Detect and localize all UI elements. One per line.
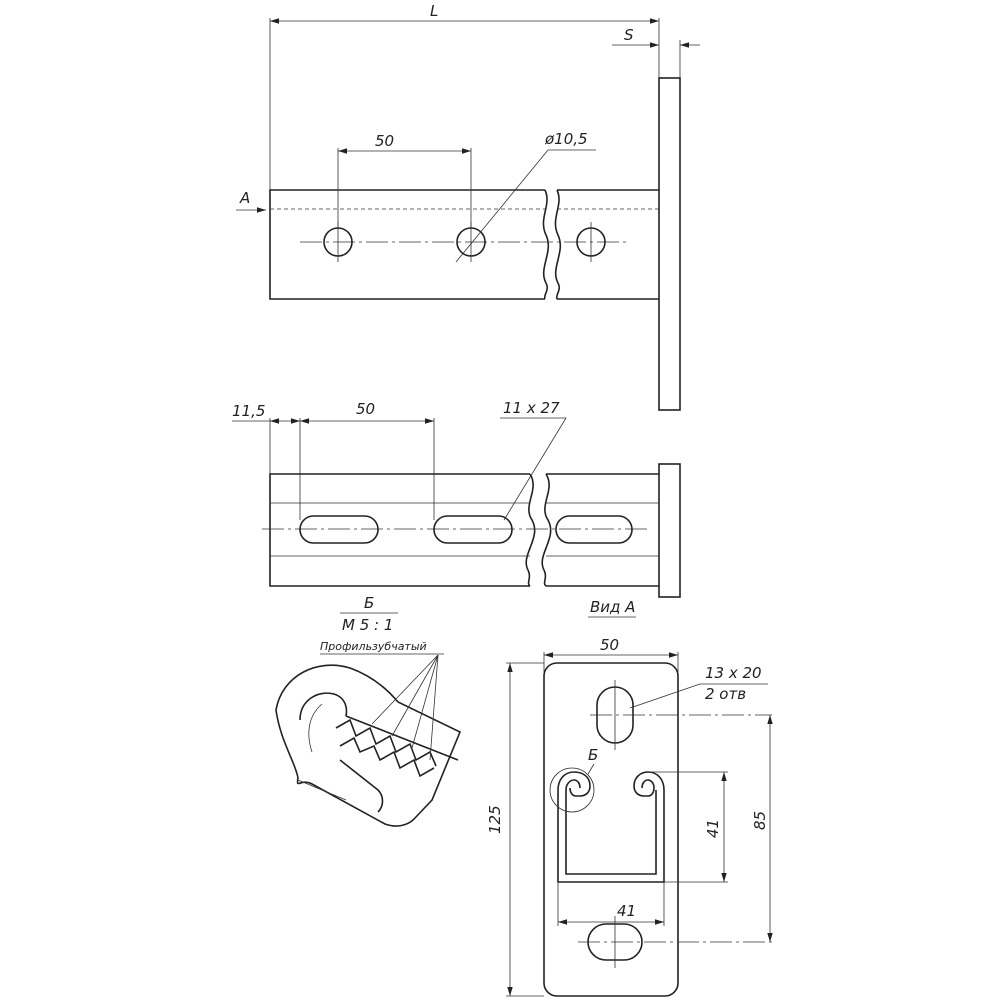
- slot-size-label: 13 x 20: [705, 664, 762, 682]
- slot-pitch-label: 50: [356, 400, 375, 418]
- channel-height-dimension: 41: [650, 771, 728, 883]
- view-a-title: Вид А: [590, 598, 635, 616]
- hole-diameter-callout: ø10,5: [455, 130, 596, 263]
- plate-width-dimension: 50: [543, 636, 679, 672]
- channel-height-label: 41: [704, 819, 722, 838]
- slot: [555, 515, 633, 544]
- slot: [433, 515, 513, 544]
- side-view: 11,5 50 11 x 27: [232, 399, 681, 598]
- detail-reference-label: Б: [588, 746, 598, 764]
- length-label: L: [430, 2, 438, 20]
- detail-scale: M 5 : 1: [342, 616, 393, 634]
- view-arrow-label: A: [239, 189, 250, 207]
- channel-section: [557, 771, 665, 883]
- slot-offset-label: 11,5: [232, 402, 265, 420]
- channel-width-dimension: 41: [557, 882, 665, 926]
- mounting-plate-edge: [658, 463, 681, 598]
- top-view: L S A: [236, 2, 700, 411]
- channel-width-label: 41: [617, 902, 636, 920]
- channel-body: [269, 189, 545, 300]
- profile-label: Профильзубчатый: [320, 640, 427, 653]
- hole-pitch-dimension: 50: [337, 132, 472, 228]
- detail-b: Б M 5 : 1 Профильзубчатый: [275, 594, 462, 827]
- length-dimension: L: [269, 2, 660, 190]
- slot-pitch-label: 85: [751, 811, 769, 830]
- slot-size-callout: 11 x 27: [500, 399, 567, 521]
- slot-size-callout: 13 x 20 2 отв: [629, 664, 768, 709]
- break-line: [542, 189, 550, 300]
- slot-count-label: 2 отв: [705, 685, 746, 703]
- slot-pitch-dimension: 85: [751, 715, 773, 942]
- mounting-plate-front: [543, 662, 679, 997]
- plate-height-dimension: 125: [486, 662, 544, 997]
- view-a: Вид А 50 125 13 x 20: [486, 598, 773, 997]
- detail-reference: Б: [549, 746, 598, 813]
- plate-width-label: 50: [600, 636, 619, 654]
- slot-offset-dimension: 11,5: [232, 402, 301, 520]
- hole-diameter-label: ø10,5: [544, 130, 588, 148]
- hole-pitch-label: 50: [375, 132, 394, 150]
- slot-size-label: 11 x 27: [503, 399, 560, 417]
- plate-thickness-label: S: [624, 26, 634, 44]
- slot: [299, 515, 379, 544]
- detail-letter: Б: [364, 594, 374, 612]
- plate-height-label: 125: [486, 805, 504, 834]
- plate-thickness-dimension: S: [612, 26, 700, 78]
- toothed-profile-sketch: [275, 664, 462, 827]
- mounting-plate-side: [658, 77, 681, 411]
- slot-pitch-dimension: 50: [300, 400, 435, 520]
